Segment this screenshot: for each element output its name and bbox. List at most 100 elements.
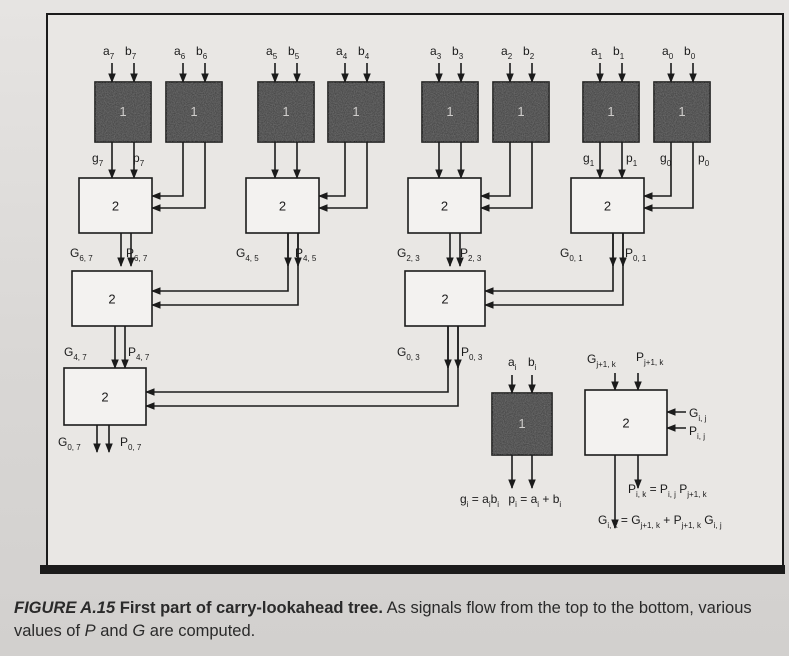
level1-out-g0-main: g [660, 151, 667, 165]
level1-box-7-a-label-main: a [103, 44, 110, 58]
level2-out-P-3: P0, 1 [625, 246, 647, 263]
level2-out-P-1: P4, 5 [295, 246, 317, 263]
legend-box-1-texture [492, 393, 552, 455]
level1-box-2-texture [493, 82, 549, 142]
level1-box-4-a-label-main: a [336, 44, 343, 58]
level1-box-4-b-label: b4 [358, 44, 370, 61]
level3-box-1-label: 2 [441, 292, 448, 307]
legend1-a-label-main: a [508, 355, 515, 369]
legend2-eq-P-eq1-sub1: i, j [668, 490, 676, 499]
level3-box-0-in-g-right [151, 233, 289, 295]
level3-box-0-body [71, 270, 153, 327]
level4-out-G-main: G [58, 435, 67, 449]
level2-box-2-label: 2 [441, 199, 448, 214]
legend-box-2-label: 2 [622, 416, 629, 431]
level2-out-P-1-main: P [295, 246, 303, 260]
level1-box-2-a-label-sub: 2 [508, 52, 513, 61]
level1-box-6-label: 1 [190, 104, 197, 119]
level1-box-1-texture [583, 82, 639, 142]
level1-box-1-a-label-sub: 1 [598, 52, 603, 61]
level4-box-body [63, 367, 147, 426]
wires [93, 63, 697, 529]
level2-out-P-0: P6, 7 [126, 246, 148, 263]
level2-box-2-body [407, 177, 482, 234]
level3-out-G-0-main: G [64, 345, 73, 359]
legend2-eq-P-eq1-eq: = P [646, 482, 668, 496]
level3-out-P-0: P4, 7 [128, 345, 150, 362]
legend1-eq-eq-p-rhs: = a [517, 492, 538, 506]
level2-out-P-0-main: P [126, 246, 134, 260]
level1-out-g1-main: g [583, 151, 590, 165]
level2-box-1-in-g-right [318, 142, 346, 200]
level2-box-0-label: 2 [112, 199, 119, 214]
level3-out-G-1: G0, 3 [397, 345, 420, 362]
level1-box-2-b-label-main: b [523, 44, 530, 58]
legend1-b-label-main: b [528, 355, 535, 369]
level1-box-2: 1 [492, 81, 550, 143]
level1-box-7-texture [95, 82, 151, 142]
level1-out-g1-sub: 1 [590, 159, 595, 168]
level1-box-0-a-label: a0 [662, 44, 674, 61]
figure-text-1: As signals flow from the top to the bott… [14, 599, 752, 640]
figure-caption: FIGURE A.15 First part of carry-lookahea… [14, 597, 779, 643]
level1-box-0-texture [654, 82, 710, 142]
level1-box-7-a-label-sub: 7 [110, 52, 115, 61]
level1-out-p7-main: p [133, 151, 140, 165]
level2-out-G-0-main: G [70, 246, 79, 260]
level1-box-5-a-label-main: a [266, 44, 273, 58]
level3-out-P-1-main: P [461, 345, 469, 359]
level2-box-1-label: 2 [279, 199, 286, 214]
level2-out-P-2-main: P [460, 246, 468, 260]
legend2-top-G-main: G [587, 352, 596, 366]
legend2-top-G: Gj+1, k [587, 352, 617, 369]
legend1-eq-eq-g-rhs-sub1: i [489, 500, 491, 509]
level1-box-6-texture [166, 82, 222, 142]
level1-box-3: 1 [421, 81, 479, 143]
legend2-eq-P: Pi, k = Pi, j Pj+1, k [628, 482, 708, 499]
level1-box-4-a-label: a4 [336, 44, 348, 61]
legend2-side-P: Pi, j [689, 424, 705, 441]
level1-box-6-a-label-sub: 6 [181, 52, 186, 61]
level1-box-4: 1 [327, 81, 385, 143]
legend1-b-label-sub: i [535, 363, 537, 372]
level1-box-5-texture [258, 82, 314, 142]
level2-out-G-0: G6, 7 [70, 246, 93, 263]
level4-out-P-main: P [120, 435, 128, 449]
level1-box-5-b-label-main: b [288, 44, 295, 58]
level3-box-1-body [404, 270, 486, 327]
level1-box-3-a-label-sub: 3 [437, 52, 442, 61]
legend2-eq-G-eq2-lhs: G [598, 513, 607, 527]
legend1-eq-eq-p-rhs-sub1: i [537, 500, 539, 509]
level1-box-6-a-label: a6 [174, 44, 186, 61]
level1-box-7-a-label: a7 [103, 44, 115, 61]
level1-box-0-a-label-sub: 0 [669, 52, 674, 61]
level1-box-6-b-label-sub: 6 [203, 52, 208, 61]
legend2-side-G: Gi, j [689, 406, 707, 423]
level1-box-6-b-label: b6 [196, 44, 208, 61]
level2-out-G-0-sub: 6, 7 [79, 254, 93, 263]
level1-box-7-label: 1 [119, 104, 126, 119]
level1-out-p7: p7 [133, 151, 145, 168]
level2-out-G-2-main: G [397, 246, 406, 260]
level1-box-1-b-label-sub: 1 [620, 52, 625, 61]
legend2-eq-G-eq2-sub2: j+1, k [681, 521, 702, 530]
level1-out-g1: g1 [583, 151, 595, 168]
level1-out-g0: g0 [660, 151, 672, 168]
level3-box-0: 2 [71, 270, 153, 327]
level4-box: 2 [63, 367, 147, 426]
legend2-side-G-main: G [689, 406, 698, 420]
figure-text-G: G [132, 622, 146, 640]
level1-box-4-b-label-sub: 4 [365, 52, 370, 61]
level2-box-0-body [78, 177, 153, 234]
level1-box-3-a-label-main: a [430, 44, 437, 58]
level2-out-G-1-main: G [236, 246, 245, 260]
legend1-eq-eq-p-rhs-sub2: i [559, 500, 561, 509]
legend1-equation: gi = aibi pi = ai + bi [460, 492, 561, 509]
legend1-eq-eq-p: p [508, 492, 515, 506]
legend2-side-P-sub: i, j [697, 432, 705, 441]
level1-box-3-a-label: a3 [430, 44, 442, 61]
level1-out-g7: g7 [92, 151, 104, 168]
level3-out-P-0-main: P [128, 345, 136, 359]
